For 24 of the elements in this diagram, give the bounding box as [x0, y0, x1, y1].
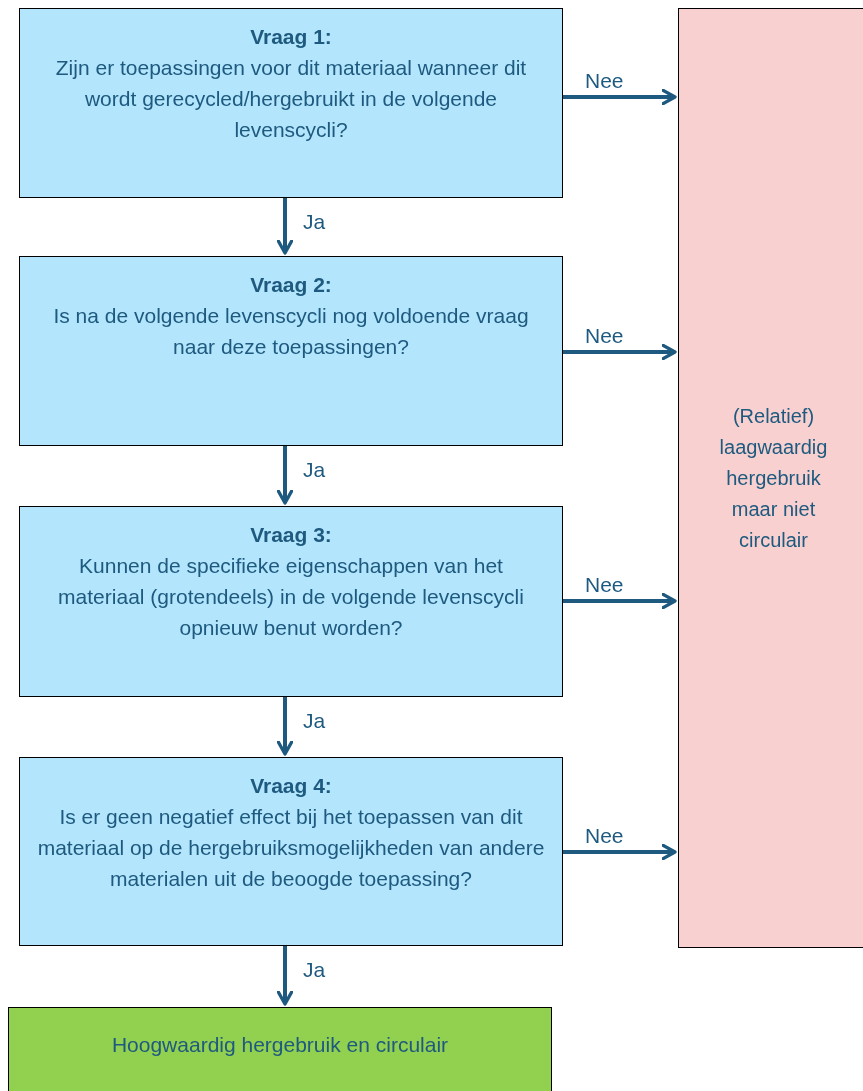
arrow — [276, 198, 294, 255]
arrow — [563, 592, 677, 610]
outcome-box — [678, 8, 863, 948]
question-text: Hoogwaardig hergebruik en circulair — [111, 1032, 449, 1058]
arrow — [563, 88, 677, 106]
arrow — [276, 446, 294, 505]
question-heading: Vraag 3: — [250, 522, 332, 548]
arrow — [276, 697, 294, 756]
question-text: Is na de volgende levenscycli nog voldoende vraag naar deze toepassingen? — [52, 303, 530, 360]
question-heading: Vraag 1: — [250, 24, 332, 50]
outcome-box — [8, 1007, 552, 1091]
question-heading: Vraag 4: — [250, 773, 332, 799]
question-text: (Relatief) laagwaardig hergebruik maar niet circulair — [718, 403, 829, 553]
question-box — [19, 8, 563, 198]
question-text: Kunnen de specifieke eigenschappen van het materiaal (grotendeels) in de volgende levenscycli opnieuw benut worden? — [57, 553, 525, 641]
question-box — [19, 757, 563, 946]
arrow — [563, 343, 677, 361]
question-text: Is er geen negatief effect bij het toepassen van dit materiaal op de hergebruiksmogelijkheden van andere materialen uit de beoogde toepassing? — [36, 804, 546, 892]
arrow — [276, 946, 294, 1006]
arrow — [563, 843, 677, 861]
question-text: Zijn er toepassingen voor dit materiaal wanneer dit wordt gerecycled/hergebruikt in de volgende levenscycli? — [54, 55, 528, 143]
question-box — [19, 256, 563, 446]
question-box — [19, 506, 563, 697]
question-heading: Vraag 2: — [250, 272, 332, 298]
